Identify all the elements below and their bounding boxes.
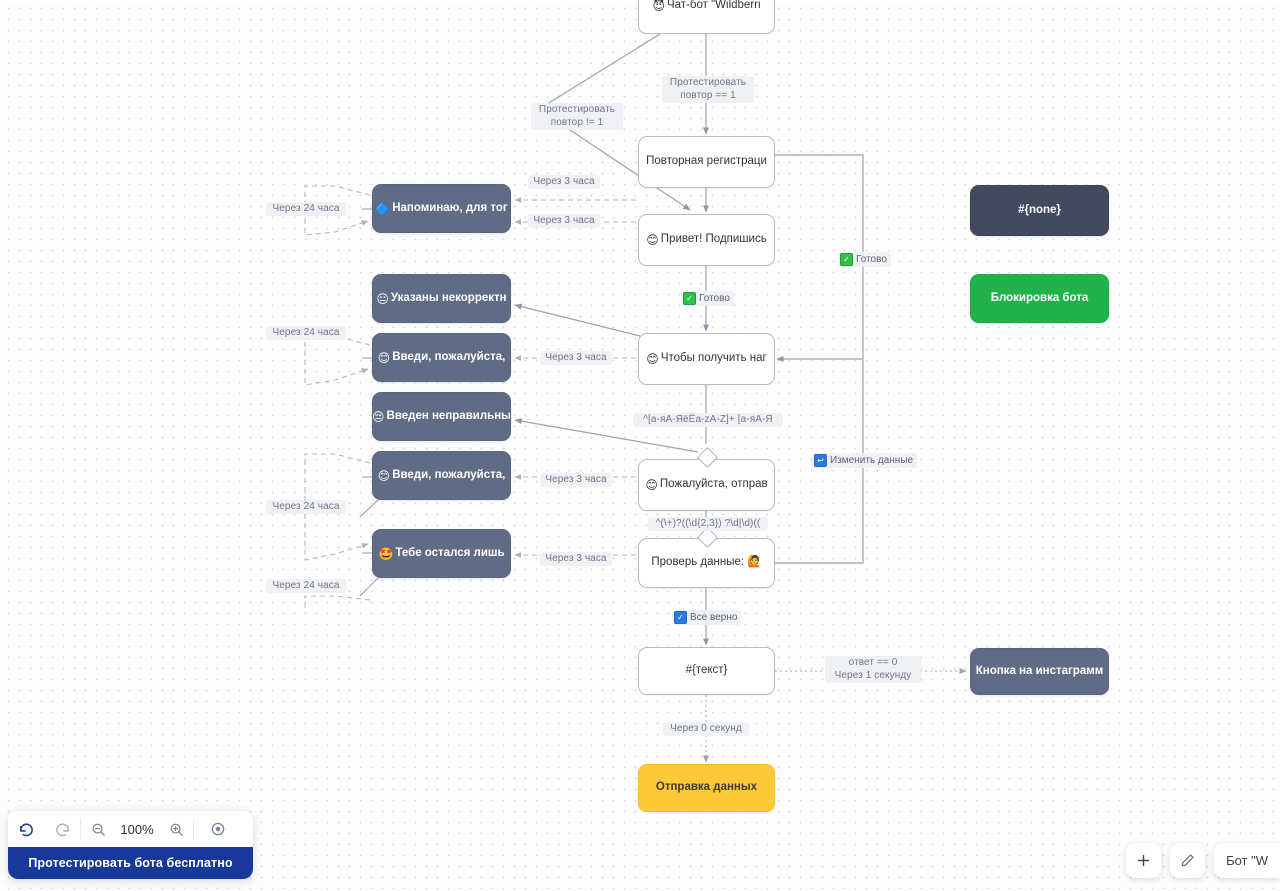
node-label: Введи, пожалуйста, [392, 468, 506, 481]
star-struck-emoji: 🤩 [378, 546, 394, 561]
edge-label-after-0-sec: Через 0 секунд [663, 722, 749, 736]
edge-label-after-3h-a: Через 3 часа [528, 175, 600, 189]
plus-icon [1137, 854, 1150, 867]
zoom-in-icon [170, 823, 183, 836]
bot-name-label[interactable]: Бот "W [1214, 843, 1280, 878]
zoom-level[interactable]: 100% [120, 821, 154, 837]
node-only-left[interactable]: 🤩 Тебе остался лишь [372, 529, 511, 578]
node-label: Отправка данных [655, 781, 758, 794]
edge-label-after-3h-d: Через 3 часа [540, 473, 612, 487]
canvas-toolbar-row: 100% [8, 811, 253, 847]
node-send-data[interactable]: Отправка данных [638, 764, 775, 812]
edge-label-test-repeat-ne1: Протестировать повтор != 1 [531, 103, 623, 130]
node-reminder[interactable]: 🔷 Напоминаю, для тог [372, 184, 511, 233]
fit-view-button[interactable] [194, 811, 242, 847]
node-label: Пожалуйста, отправ [659, 478, 768, 491]
reply-arrow-icon: ↩ [814, 454, 827, 467]
redo-button[interactable] [44, 811, 80, 847]
undo-icon [19, 822, 33, 836]
undo-button[interactable] [8, 811, 44, 847]
add-node-button[interactable] [1126, 843, 1162, 878]
check-icon: ✓ [840, 253, 853, 266]
node-chat-bot[interactable]: 😈 Чат-бот "Wildberri [638, 0, 775, 34]
edge-label-test-repeat-eq1: Протестировать повтор == 1 [662, 76, 754, 103]
edge-label-all-correct: ✓ Все верно [672, 610, 742, 625]
bot-icon: 🔷 [375, 201, 391, 216]
neutral-face-emoji: 😐 [376, 291, 389, 306]
smiling-emoji: 😊 [377, 468, 391, 483]
test-bot-free-button[interactable]: Протестировать бота бесплатно [8, 847, 253, 879]
edge-label-after-3h-c: Через 3 часа [540, 351, 612, 365]
toolbar-divider-1 [80, 818, 81, 840]
zoom-in-button[interactable] [159, 811, 193, 847]
redo-icon [55, 822, 69, 836]
node-label: Чат-бот "Wildberri [666, 0, 761, 12]
edge-label-after-3h-b: Через 3 часа [528, 214, 600, 228]
node-label: Привет! Подпишись [660, 233, 767, 246]
smiling-emoji: 😊 [377, 350, 391, 365]
sad-face-emoji: 😔 [372, 409, 385, 424]
node-label: Указаны некорректн [390, 291, 507, 304]
node-to-get-reward[interactable]: 😊 Чтобы получить наг [638, 333, 775, 385]
node-repeat-registration[interactable]: Повторная регистраци [638, 136, 775, 188]
toolbar-divider-2 [193, 818, 194, 840]
node-label: Напоминаю, для тог [392, 201, 508, 214]
check-icon: ✓ [674, 611, 687, 624]
canvas-toolbar[interactable]: 100% Протестировать бота бесплатно [8, 811, 253, 879]
eye-icon [211, 822, 225, 836]
edge-label-after-3h-e: Через 3 часа [540, 552, 612, 566]
node-none-variable[interactable]: #{none} [970, 185, 1109, 236]
smiling-emoji: 😊 [645, 478, 658, 492]
node-label: Повторная регистраци [646, 155, 767, 168]
edge-label-after-24h-top: Через 24 часа [266, 202, 346, 216]
node-incorrect-data[interactable]: 😐 Указаны некорректн [372, 274, 511, 323]
node-label: Блокировка бота [990, 291, 1089, 304]
node-bot-block[interactable]: Блокировка бота [970, 274, 1109, 323]
edit-bot-button[interactable] [1170, 843, 1206, 878]
zoom-out-button[interactable] [81, 811, 115, 847]
node-label: #{текст} [685, 664, 728, 677]
node-entered-wrong[interactable]: 😔 Введен неправильны [372, 392, 511, 441]
edge-label-change-data: ↩ Изменить данные [812, 453, 918, 468]
edge-label-regex-phone: ^(\+)?((\d{2,3}) ?\d|\d)(( [648, 517, 768, 531]
node-label: Введен неправильны [386, 409, 511, 422]
node-hello-subscribe[interactable]: 😊 Привет! Подпишись [638, 214, 775, 266]
node-label: #{none} [1018, 203, 1061, 216]
node-label: Чтобы получить наг [660, 352, 767, 365]
edge-label-after-24h-d: Через 24 часа [266, 579, 346, 593]
devil-emoji: 😈 [652, 0, 665, 13]
edge-label-done-middle: ✓ Готово [681, 291, 734, 306]
smiling-emoji: 😊 [646, 352, 659, 366]
check-icon: ✓ [683, 292, 696, 305]
edge-label-regex-name: ^[а-яА-ЯёЁa-zA-Z]+ [а-яА-Я [633, 413, 783, 427]
edge-label-after-24h-c: Через 24 часа [266, 500, 346, 514]
bot-actions-toolbar[interactable]: Бот "W [1126, 843, 1280, 878]
node-label: Кнопка на инстаграмм [975, 664, 1104, 677]
node-enter-please-1[interactable]: 😊 Введи, пожалуйста, [372, 333, 511, 382]
pencil-icon [1181, 854, 1194, 867]
node-label: Проверь данные: 🙋 [651, 556, 762, 569]
edge-label-answer-zero: ответ == 0 Через 1 секунду [825, 656, 921, 683]
zoom-out-icon [92, 823, 105, 836]
edge-label-done-right: ✓ Готово [838, 252, 891, 267]
node-enter-please-2[interactable]: 😊 Введи, пожалуйста, [372, 451, 511, 500]
node-label: Тебе остался лишь [395, 546, 505, 559]
smiling-emoji: 😊 [646, 233, 659, 247]
edge-label-after-24h-a: Через 24 часа [266, 326, 346, 340]
node-label: Введи, пожалуйста, [392, 350, 506, 363]
node-instagram-button[interactable]: Кнопка на инстаграмм [970, 648, 1109, 695]
node-text-variable[interactable]: #{текст} [638, 647, 775, 695]
